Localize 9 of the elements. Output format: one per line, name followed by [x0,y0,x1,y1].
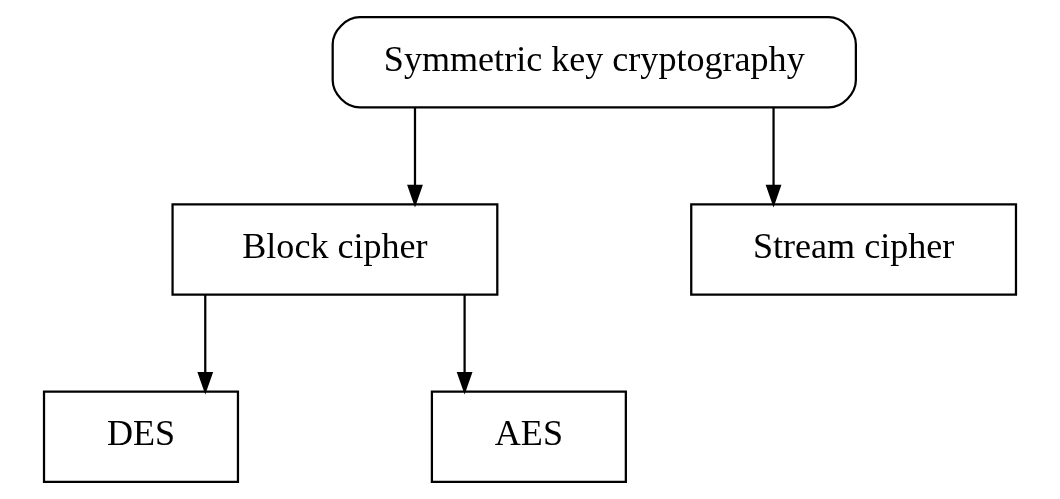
arrow [407,107,423,208]
node-box: DES [42,390,240,483]
node-box: Stream cipher [690,203,1018,296]
node-box: AES [430,390,627,483]
arrow [456,294,473,395]
arrow [765,107,782,208]
node-box: Block cipher [171,203,499,296]
arrow [197,294,214,395]
node-box: Symmetric key cryptography [331,16,857,109]
